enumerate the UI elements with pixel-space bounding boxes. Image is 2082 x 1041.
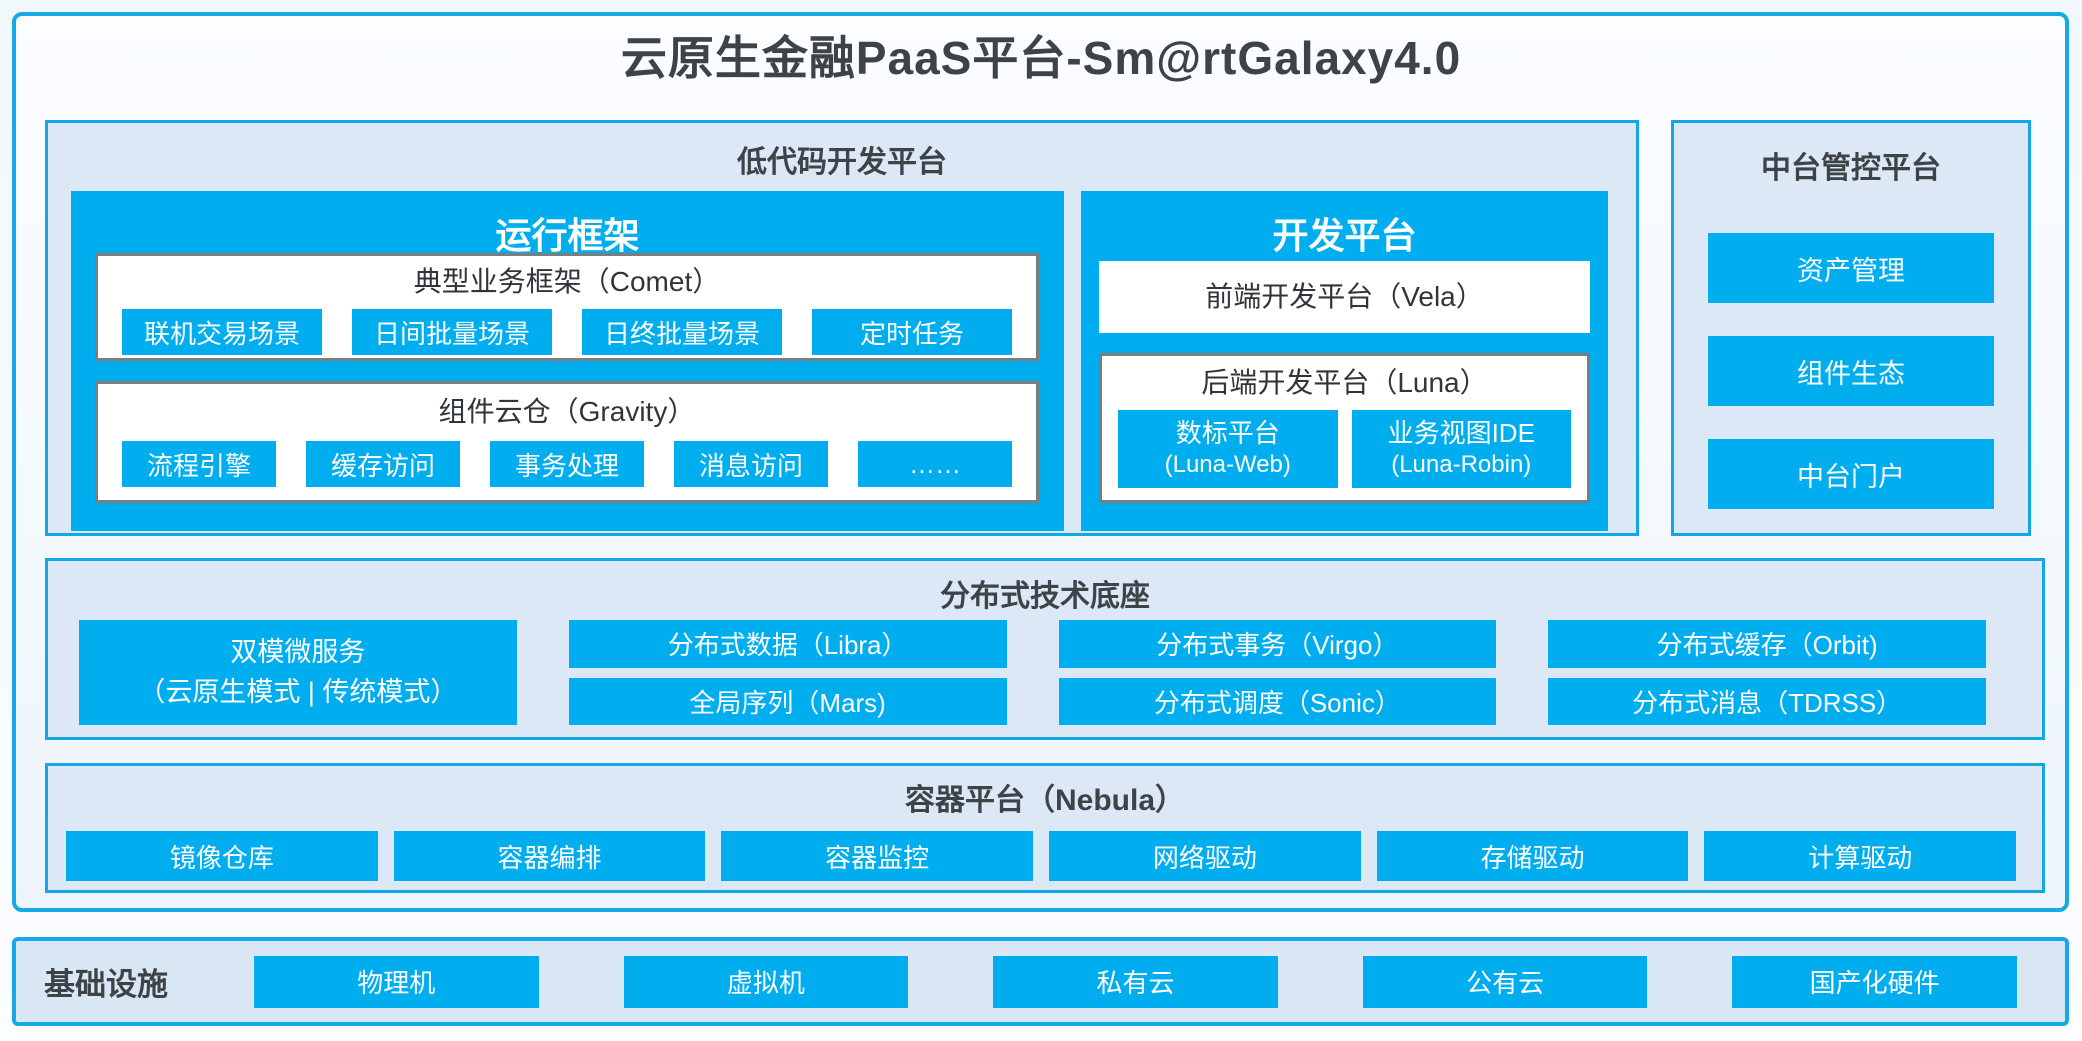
container-item: 网络驱动 bbox=[1049, 831, 1361, 881]
distributed-item: 分布式调度（Sonic） bbox=[1058, 677, 1497, 725]
comet-framework-box: 典型业务框架（Comet） 联机交易场景 日间批量场景 日终批量场景 定时任务 bbox=[95, 253, 1039, 361]
luna-robin-sublabel: (Luna-Robin) bbox=[1391, 451, 1532, 479]
distributed-column: 分布式缓存（Orbit) 分布式消息（TDRSS） bbox=[1548, 620, 1986, 725]
panel-container-platform: 容器平台（Nebula） 镜像仓库 容器编排 容器监控 网络驱动 存储驱动 计算… bbox=[45, 763, 2045, 893]
mid-platform-items: 资产管理 组件生态 中台门户 bbox=[1674, 233, 2028, 509]
container-item: 存储驱动 bbox=[1376, 831, 1689, 881]
mid-platform-header: 中台管控平台 bbox=[1761, 152, 1941, 185]
luna-web-sublabel: (Luna-Web) bbox=[1164, 451, 1291, 479]
infrastructure-item: 物理机 bbox=[254, 955, 539, 1008]
panel-distributed-base: 分布式技术底座 双模微服务 （云原生模式 | 传统模式） 分布式数据（Libra… bbox=[45, 558, 2045, 740]
luna-web-label: 数标平台 bbox=[1175, 418, 1280, 448]
comet-item: 日间批量场景 bbox=[352, 309, 552, 355]
vela-box-title: 前端开发平台（Vela） bbox=[1205, 281, 1484, 312]
distributed-column: 分布式事务（Virgo） 分布式调度（Sonic） bbox=[1058, 620, 1497, 725]
gravity-warehouse-box: 组件云仓（Gravity） 流程引擎 缓存访问 事务处理 消息访问 …… bbox=[95, 381, 1039, 503]
gravity-item: 事务处理 bbox=[490, 441, 644, 487]
vela-frontend-box: 前端开发平台（Vela） bbox=[1099, 261, 1590, 333]
gravity-item: 消息访问 bbox=[674, 441, 828, 487]
distributed-item: 分布式事务（Virgo） bbox=[1058, 620, 1497, 668]
dev-platform-panel: 开发平台 前端开发平台（Vela） 后端开发平台（Luna） 数标平台 (Lun… bbox=[1081, 191, 1608, 531]
infrastructure-item: 国产化硬件 bbox=[1732, 955, 2017, 1008]
distributed-item: 分布式消息（TDRSS） bbox=[1548, 677, 1986, 725]
gravity-box-title: 组件云仓（Gravity） bbox=[438, 396, 696, 427]
comet-items-row: 联机交易场景 日间批量场景 日终批量场景 定时任务 bbox=[98, 309, 1036, 355]
comet-item: 日终批量场景 bbox=[582, 309, 782, 355]
distributed-column: 分布式数据（Libra） 全局序列（Mars) bbox=[568, 620, 1007, 725]
distributed-base-grid: 双模微服务 （云原生模式 | 传统模式） 分布式数据（Libra） 全局序列（M… bbox=[79, 620, 1986, 725]
mid-platform-item: 中台门户 bbox=[1708, 439, 1994, 509]
dual-mode-label: 双模微服务 bbox=[230, 637, 366, 668]
panel-infrastructure: 基础设施 物理机 虚拟机 私有云 公有云 国产化硬件 bbox=[12, 937, 2069, 1026]
container-platform-header: 容器平台（Nebula） bbox=[904, 784, 1186, 817]
distributed-item: 分布式缓存（Orbit) bbox=[1548, 620, 1986, 668]
gravity-item-ellipsis: …… bbox=[858, 441, 1012, 487]
luna-items-row: 数标平台 (Luna-Web) 业务视图IDE (Luna-Robin) bbox=[1102, 410, 1587, 488]
luna-robin-label: 业务视图IDE bbox=[1387, 418, 1535, 448]
gravity-items-row: 流程引擎 缓存访问 事务处理 消息访问 …… bbox=[98, 441, 1036, 487]
container-item: 计算驱动 bbox=[1704, 831, 2017, 881]
infrastructure-item: 虚拟机 bbox=[623, 955, 909, 1008]
infrastructure-item: 公有云 bbox=[1362, 955, 1648, 1008]
container-platform-items: 镜像仓库 容器编排 容器监控 网络驱动 存储驱动 计算驱动 bbox=[66, 831, 2017, 881]
panel-mid-platform: 中台管控平台 资产管理 组件生态 中台门户 bbox=[1671, 120, 2031, 536]
page-title: 云原生金融PaaS平台-Sm@rtGalaxy4.0 bbox=[620, 32, 1462, 84]
dual-mode-sublabel: （云原生模式 | 传统模式） bbox=[138, 676, 458, 707]
infrastructure-items: 物理机 虚拟机 私有云 公有云 国产化硬件 bbox=[254, 955, 2017, 1008]
luna-robin-item: 业务视图IDE (Luna-Robin) bbox=[1351, 410, 1571, 488]
luna-web-item: 数标平台 (Luna-Web) bbox=[1118, 410, 1338, 488]
luna-box-title: 后端开发平台（Luna） bbox=[1201, 367, 1488, 398]
panel-low-code-platform: 低代码开发平台 运行框架 典型业务框架（Comet） 联机交易场景 日间批量场景… bbox=[45, 120, 1639, 536]
container-item: 容器监控 bbox=[721, 831, 1034, 881]
runtime-framework-panel: 运行框架 典型业务框架（Comet） 联机交易场景 日间批量场景 日终批量场景 … bbox=[71, 191, 1064, 531]
container-item: 容器编排 bbox=[393, 831, 706, 881]
low-code-platform-header: 低代码开发平台 bbox=[737, 146, 947, 179]
gravity-item: 缓存访问 bbox=[306, 441, 460, 487]
comet-item: 联机交易场景 bbox=[122, 309, 322, 355]
distributed-item: 分布式数据（Libra） bbox=[568, 620, 1007, 668]
distributed-base-header: 分布式技术底座 bbox=[940, 580, 1150, 613]
dual-mode-microservice-box: 双模微服务 （云原生模式 | 传统模式） bbox=[79, 620, 517, 725]
mid-platform-item: 组件生态 bbox=[1708, 336, 1994, 406]
gravity-item: 流程引擎 bbox=[122, 441, 276, 487]
distributed-item: 全局序列（Mars) bbox=[568, 677, 1007, 725]
runtime-framework-title: 运行框架 bbox=[495, 215, 640, 256]
mid-platform-item: 资产管理 bbox=[1708, 233, 1994, 303]
dev-platform-title: 开发平台 bbox=[1272, 215, 1417, 256]
comet-item: 定时任务 bbox=[812, 309, 1012, 355]
comet-box-title: 典型业务框架（Comet） bbox=[413, 266, 721, 297]
luna-backend-box: 后端开发平台（Luna） 数标平台 (Luna-Web) 业务视图IDE (Lu… bbox=[1099, 353, 1590, 503]
infrastructure-label: 基础设施 bbox=[44, 967, 168, 1002]
infrastructure-item: 私有云 bbox=[993, 955, 1278, 1008]
container-item: 镜像仓库 bbox=[66, 831, 378, 881]
